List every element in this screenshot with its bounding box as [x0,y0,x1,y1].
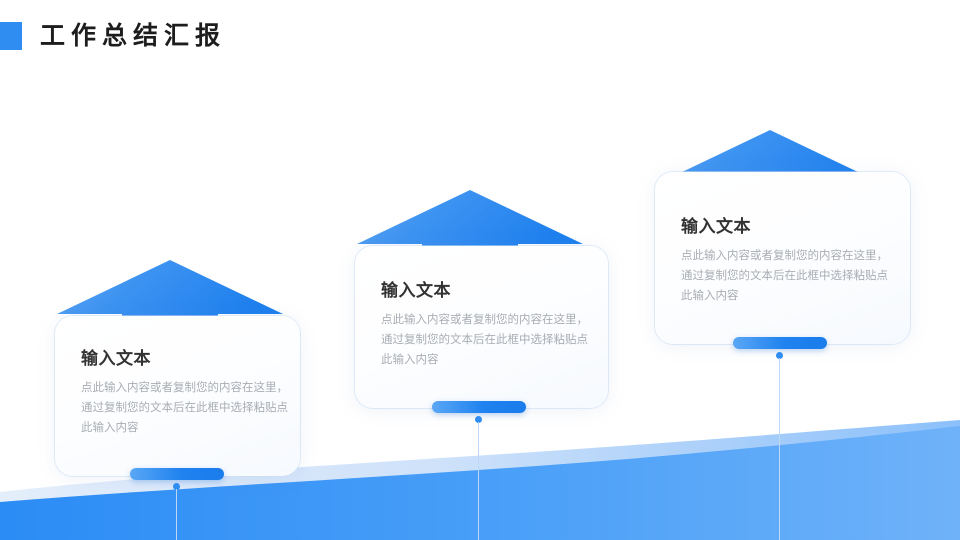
card-title-2: 输入文本 [381,281,451,300]
card-body-1: 点此输入内容或者复制您的内容在这里，通过复制您的文本后在此框中选择粘贴点此输入内… [81,382,288,434]
connector-line-1 [176,489,177,540]
card-content-1: 输入文本 点此输入内容或者复制您的内容在这里，通过复制您的文本后在此框中选择粘贴… [55,316,300,476]
card-body-3: 点此输入内容或者复制您的内容在这里，通过复制您的文本后在此框中选择粘贴点此输入内… [681,250,888,302]
content-card-2[interactable]: 输入文本 点此输入内容或者复制您的内容在这里，通过复制您的文本后在此框中选择粘贴… [355,246,608,408]
up-arrow-icon-2 [357,190,583,260]
connector-line-3 [779,358,780,540]
content-card-3[interactable]: 输入文本 点此输入内容或者复制您的内容在这里，通过复制您的文本后在此框中选择粘贴… [655,172,910,344]
card-pill-3 [733,337,827,349]
connector-dot-3 [776,352,783,359]
connector-line-2 [478,422,479,540]
up-arrow-icon-1 [57,260,283,330]
page-title: 工作总结汇报 [40,21,227,50]
content-card-1[interactable]: 输入文本 点此输入内容或者复制您的内容在这里，通过复制您的文本后在此框中选择粘贴… [55,316,300,476]
card-title-1: 输入文本 [81,349,151,368]
connector-dot-1 [173,483,180,490]
card-title-3: 输入文本 [681,217,751,236]
connector-dot-2 [475,416,482,423]
card-pill-2 [432,401,526,413]
page-header: 工作总结汇报 [0,20,226,52]
card-body-2: 点此输入内容或者复制您的内容在这里，通过复制您的文本后在此框中选择粘贴点此输入内… [381,314,588,366]
card-pill-1 [130,468,224,480]
header-accent-square [0,22,22,50]
card-content-2: 输入文本 点此输入内容或者复制您的内容在这里，通过复制您的文本后在此框中选择粘贴… [355,246,608,408]
card-content-3: 输入文本 点此输入内容或者复制您的内容在这里，通过复制您的文本后在此框中选择粘贴… [655,172,910,344]
